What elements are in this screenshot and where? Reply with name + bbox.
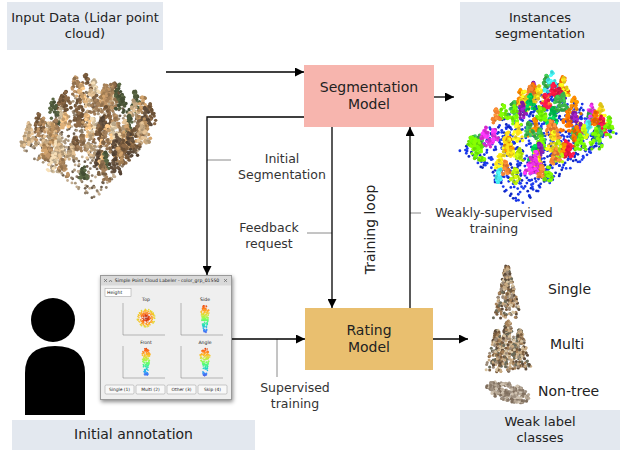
diagram-stage: Input Data (Lidar point cloud)Instances … <box>0 0 622 450</box>
